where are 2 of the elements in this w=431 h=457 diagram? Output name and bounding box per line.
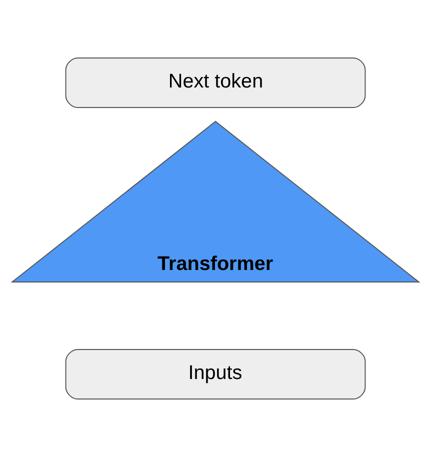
node-box: Inputs bbox=[65, 348, 366, 400]
node-box: Next token bbox=[65, 57, 366, 108]
